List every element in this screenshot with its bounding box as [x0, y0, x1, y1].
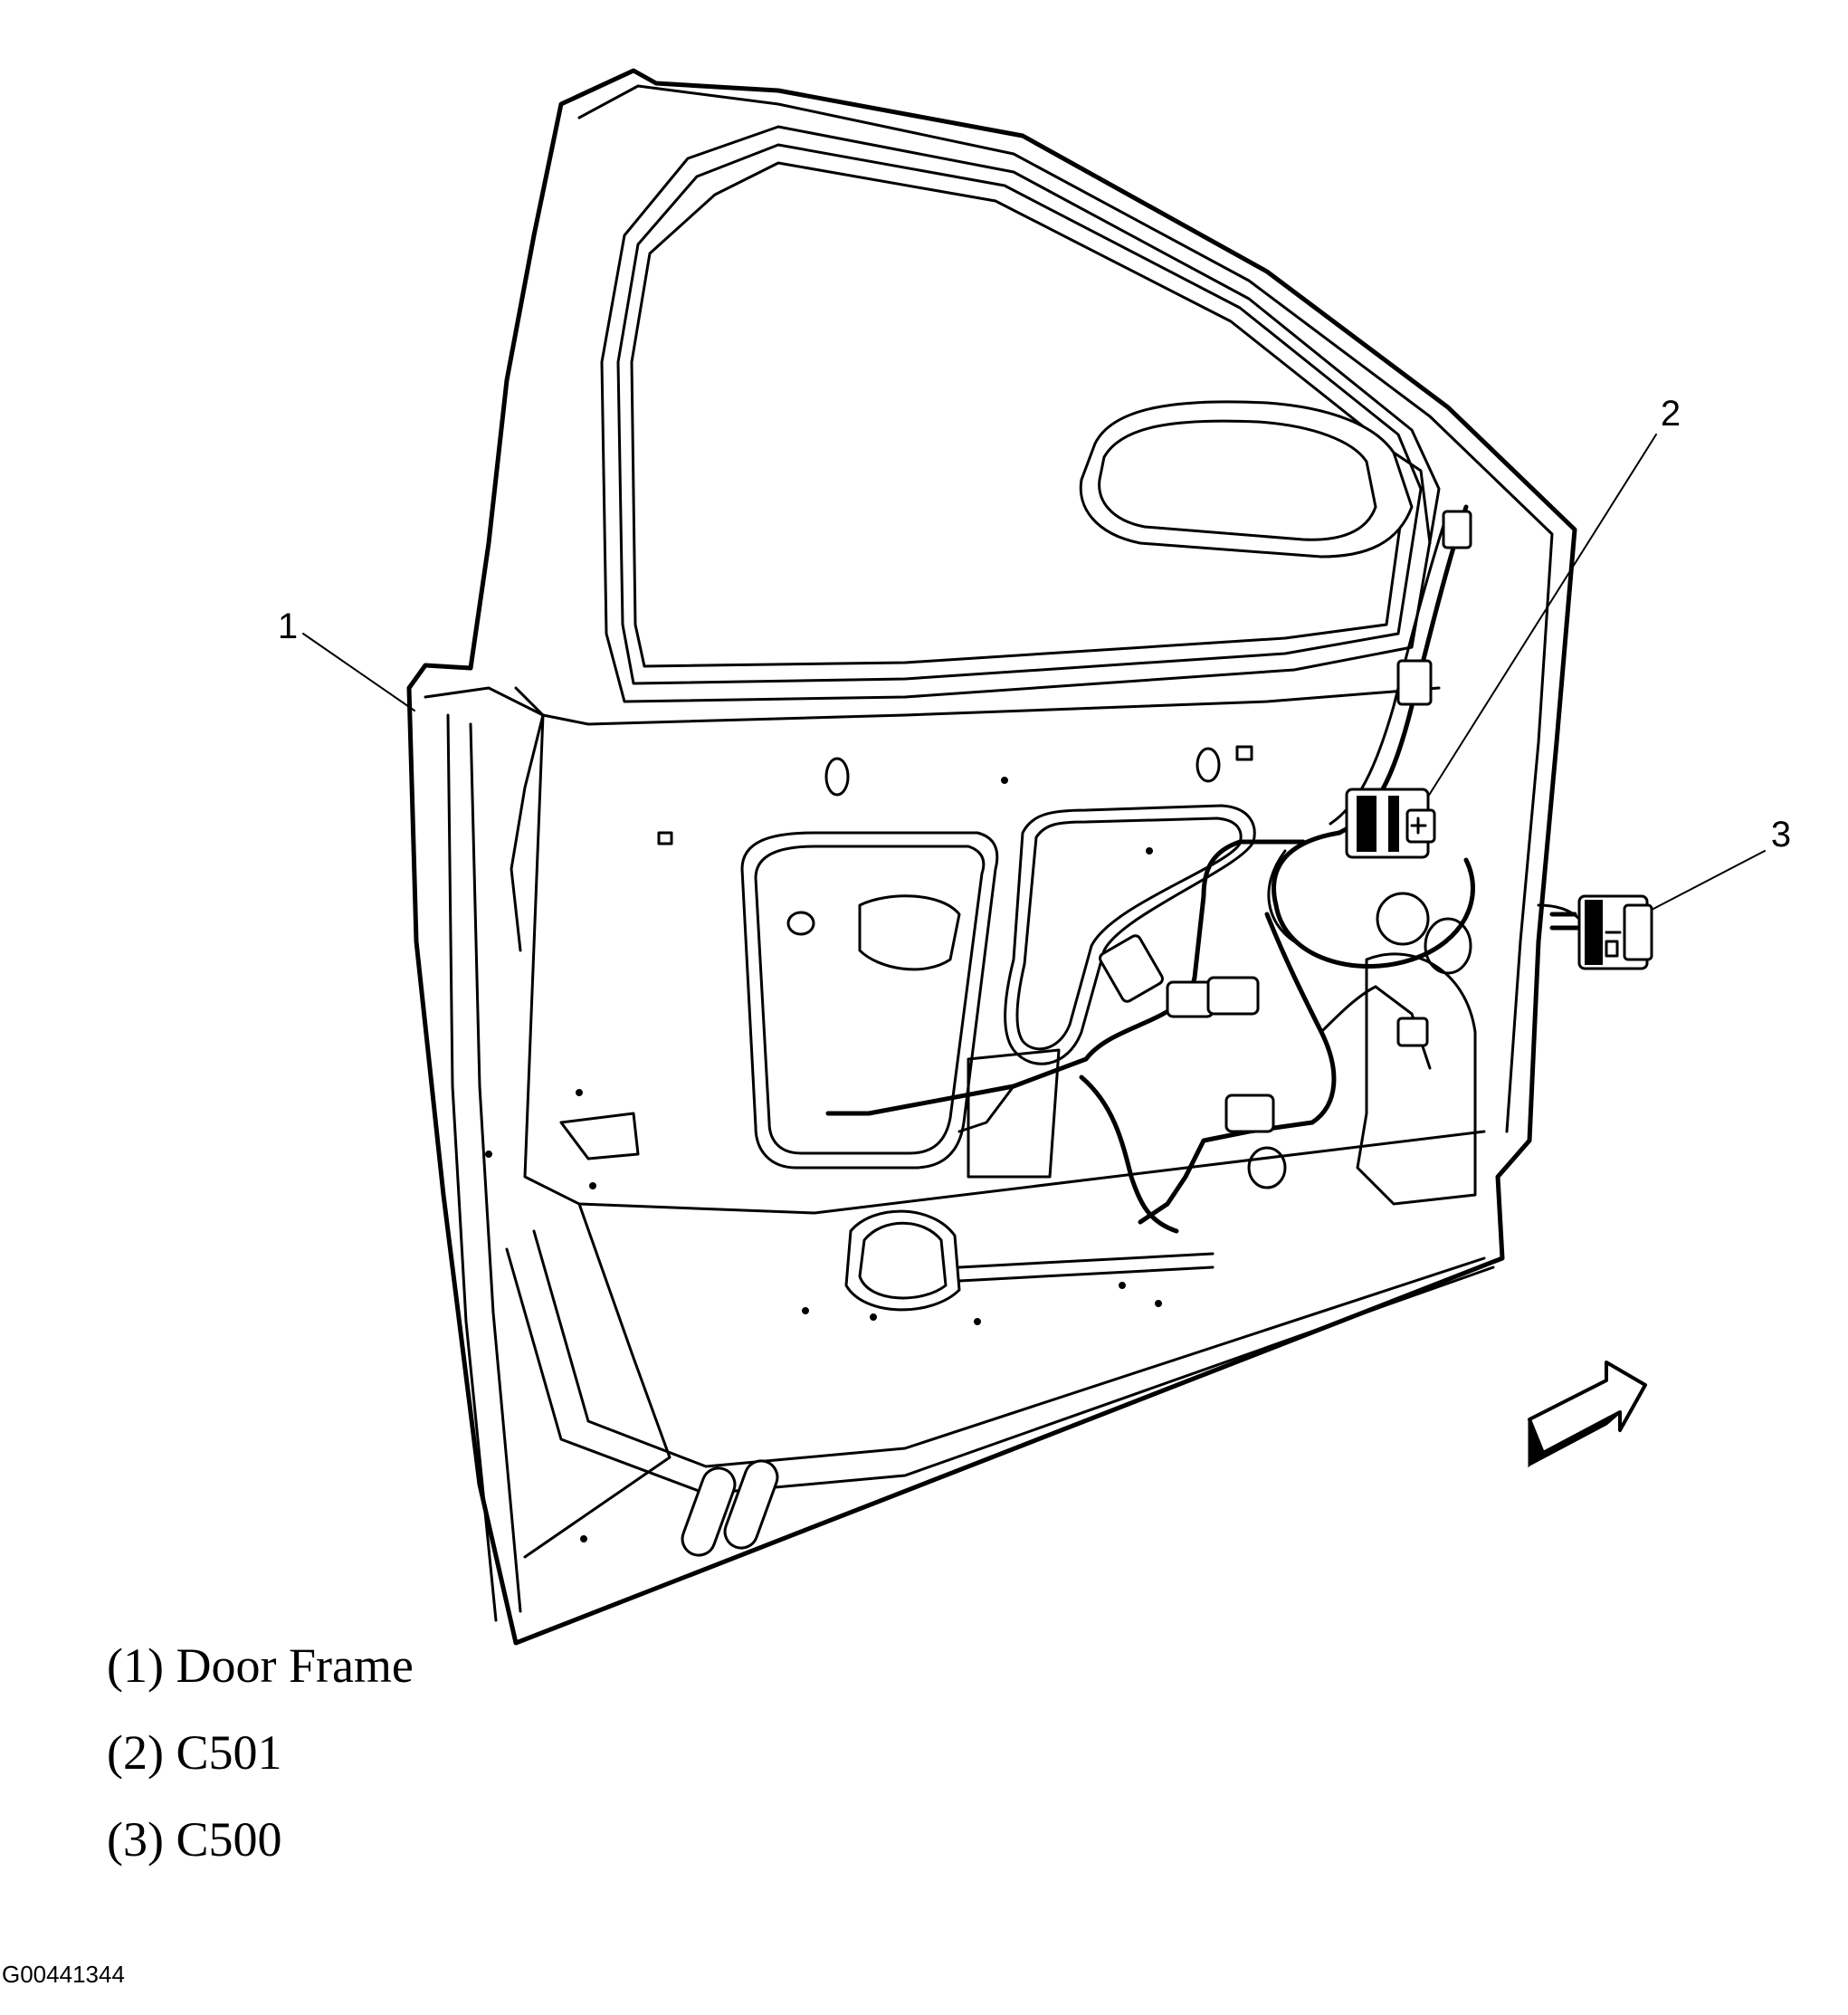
legend-item-c501: (2) C501 — [107, 1725, 282, 1780]
view-direction-arrow-icon — [1528, 1361, 1647, 1468]
leader-line-1 — [302, 633, 415, 711]
callout-1: 1 — [278, 606, 298, 646]
wiring-harness — [825, 504, 1582, 1234]
side-mirror — [1079, 400, 1432, 559]
legend-item-c500: (3) C500 — [107, 1812, 282, 1867]
connector-c500 — [1577, 894, 1653, 970]
connector-c501 — [1345, 788, 1436, 859]
door-frame — [406, 68, 1577, 1646]
leader-line-2 — [1427, 434, 1657, 797]
legend-item-door-frame: (1) Door Frame — [107, 1638, 414, 1693]
legend: (1) Door Frame (2) C501 (3) C500 — [107, 1622, 414, 1883]
callout-2: 2 — [1661, 394, 1681, 434]
inner-panel — [485, 745, 1477, 1542]
figure-id: G00441344 — [2, 1961, 125, 1988]
leader-line-3 — [1651, 850, 1766, 911]
callout-3: 3 — [1771, 815, 1791, 855]
leader-lines — [302, 434, 1766, 911]
